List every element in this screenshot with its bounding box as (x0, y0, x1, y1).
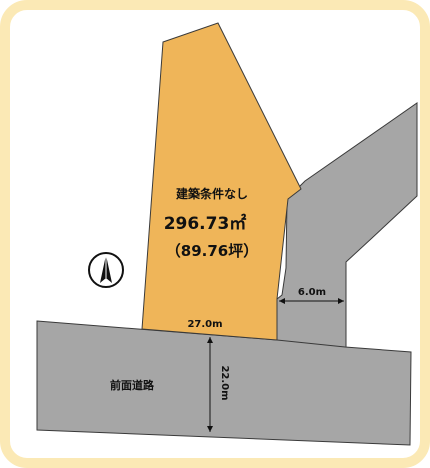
area-tsubo-value: （89.76坪） (166, 242, 258, 260)
side-road-dimension-line (279, 298, 344, 304)
main-road-width: 22.0m (219, 365, 230, 400)
area-sqm-number: 296.73 (164, 214, 230, 234)
north-arrow-icon (88, 252, 124, 288)
lot-parcel (141, 22, 302, 341)
area-sqm-value: 296.73㎡ (164, 213, 247, 234)
side-road (276, 102, 418, 353)
building-condition-label: 建築条件なし (175, 186, 248, 201)
main-road-dimension-line (207, 337, 213, 432)
front-road-label: 前面道路 (110, 378, 155, 392)
area-sqm-unit: ㎡ (229, 213, 246, 234)
side-road-width: 6.0m (298, 287, 326, 298)
frontage-dimension: 27.0m (187, 319, 222, 330)
